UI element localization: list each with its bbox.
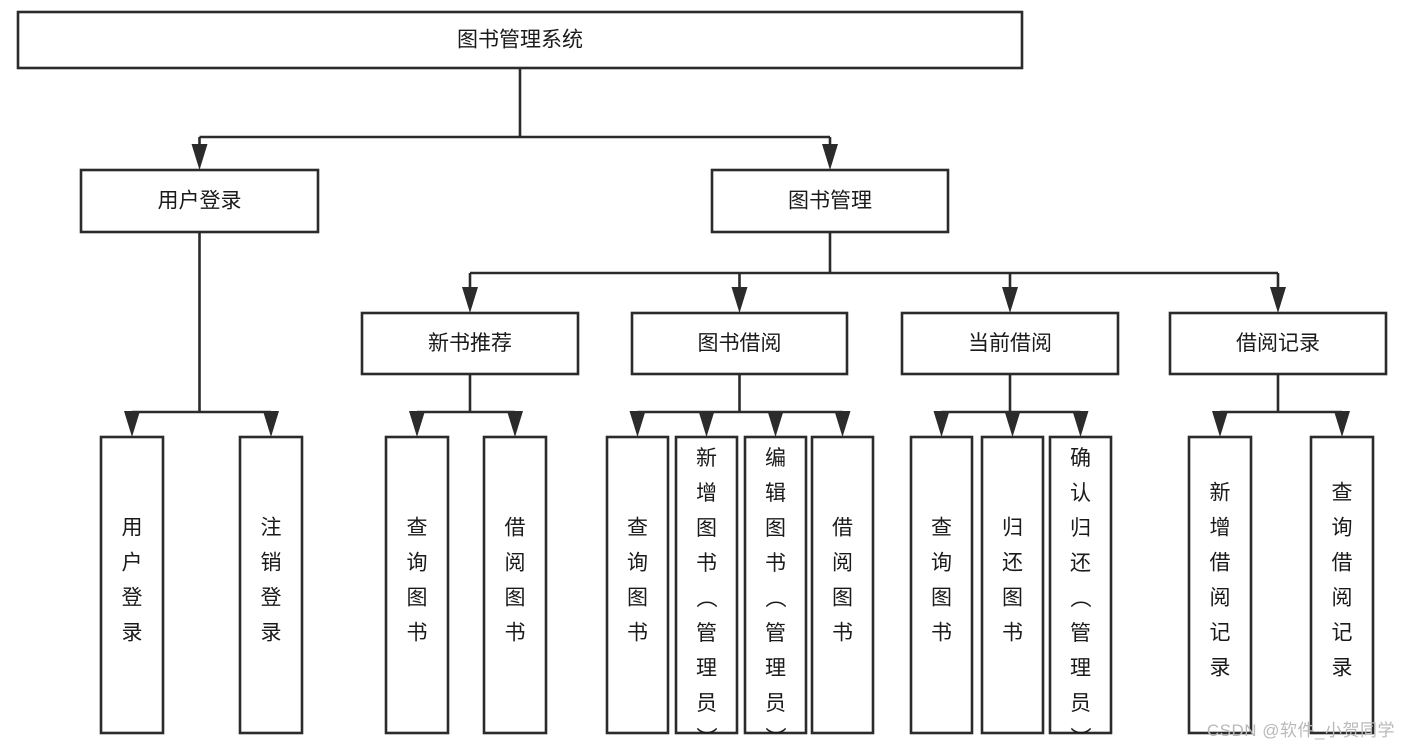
arrow-head-icon — [767, 411, 784, 437]
leaf-return-book[interactable]: 归还图书 — [980, 435, 1045, 735]
leaf-add-record-label: 新增借阅记录 — [1210, 482, 1231, 680]
arrow-head-icon — [1072, 411, 1089, 437]
node-user-login-label: 用户登录 — [158, 190, 242, 213]
leaf-edit-book[interactable]: 编辑图书（管理员） — [743, 435, 808, 747]
arrow-head-icon — [834, 411, 851, 437]
leaf-user-login[interactable]: 用户登录 — [99, 435, 165, 735]
node-book-management-label: 图书管理 — [788, 190, 872, 213]
leaf-borrow-book-2[interactable]: 借阅图书 — [810, 435, 875, 735]
arrow-head-icon — [1334, 411, 1350, 437]
arrow-head-icon — [698, 411, 715, 437]
leaf-logout[interactable]: 注销登录 — [238, 435, 304, 735]
arrow-head-icon — [507, 411, 523, 437]
arrow-head-icon — [124, 411, 140, 437]
connector-layer — [124, 68, 1350, 437]
node-borrow-record-label: 借阅记录 — [1236, 332, 1320, 355]
node-layer: 图书管理系统用户登录图书管理新书推荐图书借阅当前借阅借阅记录用户登录注销登录查询… — [16, 10, 1388, 747]
leaf-query-book-1[interactable]: 查询图书 — [384, 435, 450, 735]
leaf-query-record[interactable]: 查询借阅记录 — [1309, 435, 1375, 735]
node-borrow-record[interactable]: 借阅记录 — [1168, 311, 1388, 376]
leaf-user-login-label: 用户登录 — [122, 517, 143, 645]
arrow-head-icon — [629, 411, 646, 437]
leaf-logout-label: 注销登录 — [261, 517, 282, 645]
leaf-add-book-label: 新增图书（管理员） — [696, 447, 718, 747]
leaf-query-record-label: 查询借阅记录 — [1332, 482, 1353, 680]
leaf-query-book-1-label: 查询图书 — [407, 517, 428, 645]
node-current-borrow[interactable]: 当前借阅 — [900, 311, 1120, 376]
arrow-head-icon — [263, 411, 279, 437]
arrow-head-icon — [1212, 411, 1228, 437]
leaf-add-record[interactable]: 新增借阅记录 — [1187, 435, 1253, 735]
node-book-borrow[interactable]: 图书借阅 — [630, 311, 849, 376]
node-book-management[interactable]: 图书管理 — [710, 168, 950, 234]
arrow-head-icon — [462, 287, 478, 313]
node-new-book-recommend-label: 新书推荐 — [428, 332, 512, 355]
leaf-borrow-book-2-label: 借阅图书 — [832, 517, 853, 645]
node-book-borrow-label: 图书借阅 — [698, 332, 782, 355]
leaf-add-book[interactable]: 新增图书（管理员） — [674, 435, 739, 747]
leaf-edit-book-label: 编辑图书（管理员） — [765, 447, 787, 747]
leaf-query-book-3[interactable]: 查询图书 — [909, 435, 974, 735]
arrow-head-icon — [731, 287, 748, 313]
arrow-head-icon — [933, 411, 950, 437]
node-user-login[interactable]: 用户登录 — [79, 168, 320, 234]
node-root-system[interactable]: 图书管理系统 — [16, 10, 1024, 70]
arrow-head-icon — [822, 144, 838, 170]
node-current-borrow-label: 当前借阅 — [968, 332, 1052, 355]
leaf-borrow-book-1[interactable]: 借阅图书 — [482, 435, 548, 735]
leaf-borrow-book-1-label: 借阅图书 — [505, 517, 526, 645]
leaf-confirm-return[interactable]: 确认归还（管理员） — [1048, 435, 1113, 747]
arrow-head-icon — [1002, 287, 1018, 313]
arrow-head-icon — [1270, 287, 1286, 313]
leaf-query-book-2[interactable]: 查询图书 — [605, 435, 670, 735]
leaf-confirm-return-label: 确认归还（管理员） — [1070, 447, 1092, 747]
leaf-query-book-2-label: 查询图书 — [627, 517, 648, 645]
arrow-head-icon — [1004, 411, 1021, 437]
node-root-system-label: 图书管理系统 — [457, 29, 583, 52]
arrow-head-icon — [191, 144, 208, 170]
leaf-return-book-label: 归还图书 — [1002, 517, 1023, 645]
node-new-book-recommend[interactable]: 新书推荐 — [360, 311, 580, 376]
leaf-query-book-3-label: 查询图书 — [931, 517, 952, 645]
arrow-head-icon — [409, 411, 425, 437]
